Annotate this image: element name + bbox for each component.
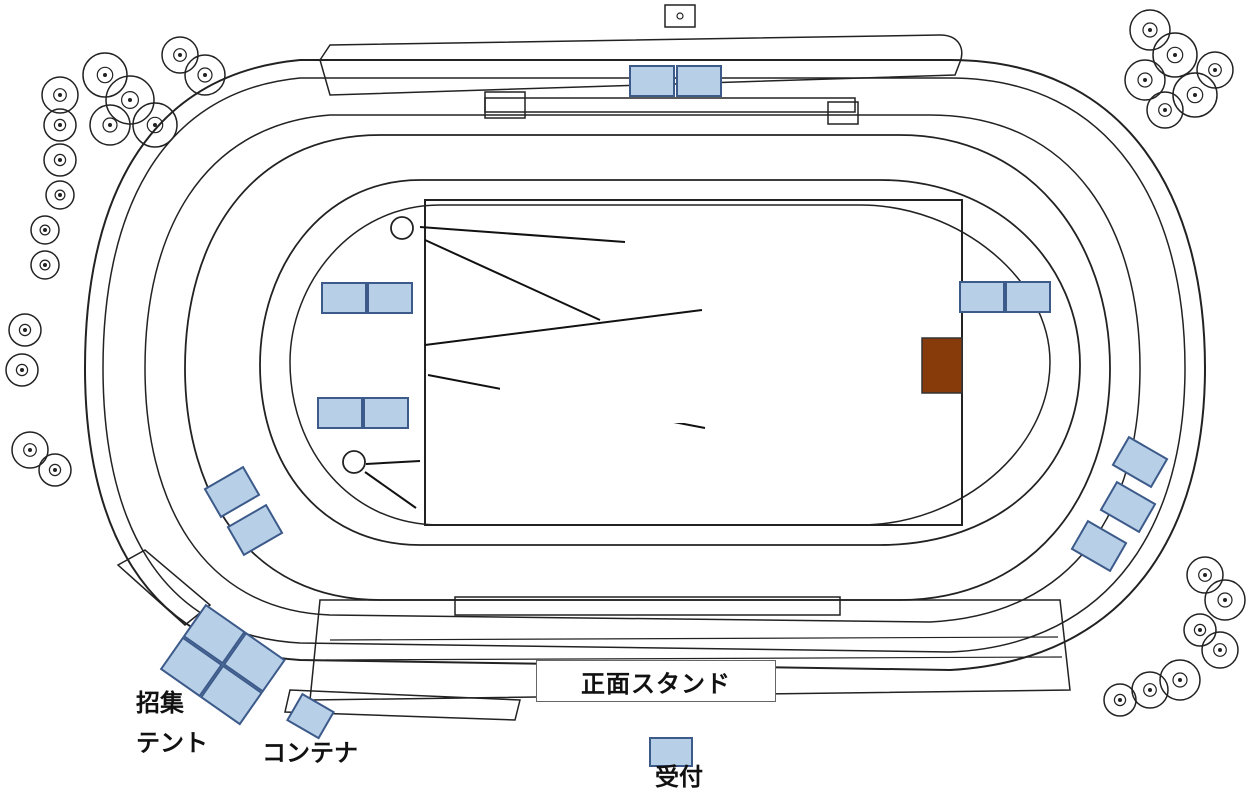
front-stand-seam-2 [324,656,1063,661]
top-bench-left [484,91,526,119]
top-stand-marker-dot [676,12,684,20]
tent-curve-right-2 [1099,480,1157,534]
tree-icon [30,250,60,280]
top-bench [484,97,856,113]
track-inner [259,179,1081,546]
callout-line-5 [365,460,421,465]
marker-circles [342,216,414,474]
front-bench [454,596,841,616]
callout-line-1 [419,226,626,243]
gathering-tent-1 [182,603,246,665]
tent-left-4 [363,397,409,429]
tent-right-2 [1005,281,1051,313]
tree-icon [1129,9,1171,51]
tree-icon [1159,659,1201,701]
outer-wall-inner [102,77,1186,653]
gathering-tent-label-line1: 招集 [136,689,184,717]
tree-icon [45,180,75,210]
tent-top-2 [676,65,722,97]
field-blank-panel [500,345,880,423]
tree-icon [1146,91,1184,129]
tree-icon [1186,556,1224,594]
callout-line-2 [424,239,601,321]
tree-icon [1152,32,1198,78]
tree-icon [82,52,128,98]
marker-circle-lower [342,450,366,474]
tree-icon [1183,613,1217,647]
top-stand [319,34,963,96]
callout-line-6 [364,471,417,509]
tent-blocks [159,65,1169,767]
tree-icon [8,313,42,347]
tent-right-1 [959,281,1005,313]
tree-icon [43,108,77,142]
tree-icon [43,143,77,177]
top-bench-right [827,101,859,125]
tree-icon [89,104,131,146]
tent-left-3 [317,397,363,429]
tent-curve-left-2 [226,503,284,557]
reception-label: 受付 [655,763,703,791]
gathering-tent-label-line2: テント [136,729,208,757]
container-block [286,692,335,740]
front-stand-label-box: 正面スタンド [536,660,776,702]
lower-left-building [116,549,212,626]
tree-icon [1172,72,1218,118]
gathering-tent-3 [159,636,223,698]
tree-icon [11,431,49,469]
tent-left-1 [321,282,367,314]
tree-icon [1103,683,1137,717]
reception-block [649,737,693,767]
tree-icon [132,102,178,148]
stand-ring [144,114,1141,623]
front-stand [309,599,1071,701]
callout-line-3 [424,309,703,346]
front-stand-seam [329,636,1059,641]
tent-curve-left-1 [203,465,261,519]
tree-icon [1204,579,1246,621]
tent-curve-right-3 [1070,519,1128,573]
container-label: コンテナ [262,739,358,767]
tree-icon [1196,51,1234,89]
tent-top-1 [629,65,675,97]
trees-layer [5,9,1246,717]
tree-icon [38,453,72,487]
gathering-tent-4 [199,664,263,726]
tent-curve-right-1 [1111,435,1169,489]
tree-icon [41,76,79,114]
outer-wall [83,59,1207,672]
tree-icon [161,36,199,74]
tree-icon [5,353,39,387]
tree-icon [30,215,60,245]
lower-left-gate [284,689,521,721]
tree-icon [1124,59,1166,101]
tree-icon [1201,631,1239,669]
gathering-tent-2 [222,631,286,693]
tent-left-2 [367,282,413,314]
tree-icon [184,54,226,96]
special-block [921,337,963,394]
tree-icon [105,75,155,125]
top-stand-marker [664,4,696,28]
marker-circle-upper [390,216,414,240]
front-stand-label: 正面スタンド [581,669,731,698]
stadium-outlines [83,4,1207,721]
